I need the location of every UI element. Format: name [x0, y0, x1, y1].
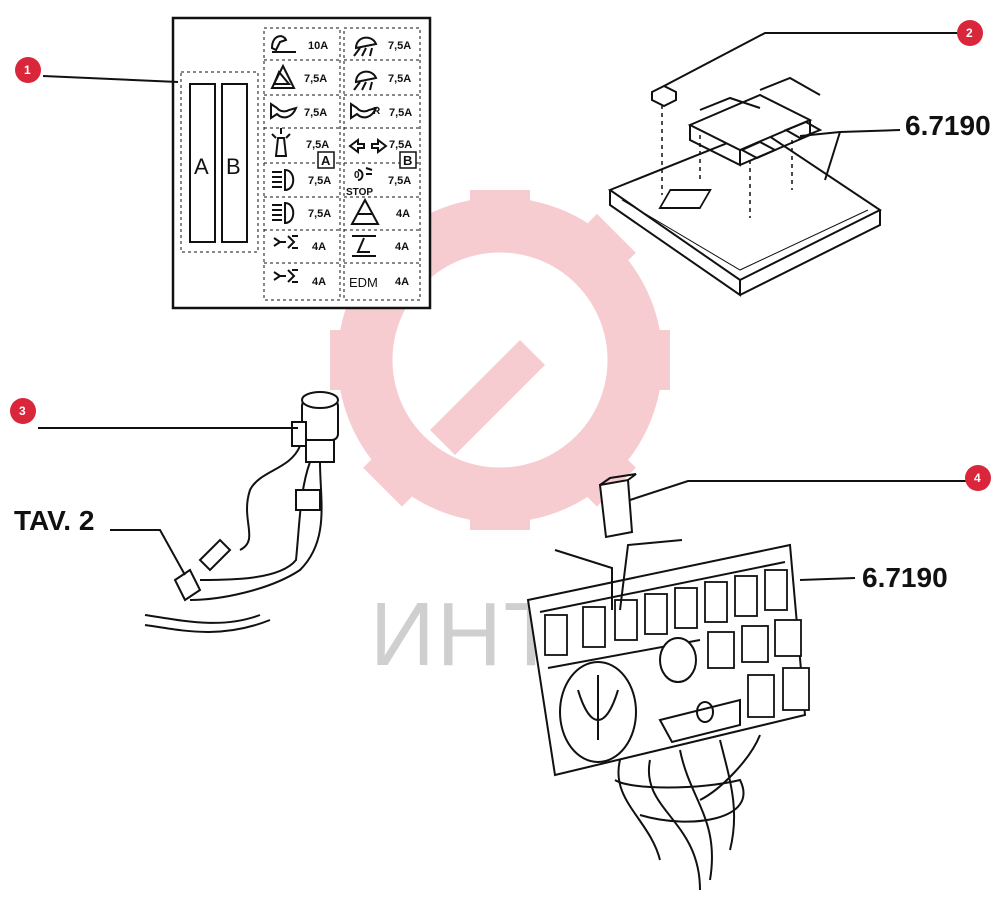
- fuse-rating-right-4: 7,5A: [389, 139, 412, 151]
- warning-triangle-icon: [350, 197, 380, 225]
- rear-horn-mark: R: [373, 106, 381, 117]
- fuse-rating-right-8: 4A: [395, 276, 409, 288]
- side-light-icon: [273, 235, 298, 249]
- lamp-mark: 0: [354, 170, 360, 181]
- fuse-box-panel: A B: [171, 16, 432, 310]
- stop-label: STOP: [346, 187, 373, 198]
- table-ref-leader: [110, 529, 186, 576]
- rear-horn-icon: [350, 102, 378, 120]
- wiper-icon: [352, 235, 376, 257]
- cigarette-lighter-icon: [270, 35, 288, 52]
- marker-b: B: [403, 153, 412, 168]
- horn-icon: [270, 102, 298, 120]
- work-light-front-icon: [353, 36, 378, 57]
- svg-text:1: 1: [24, 63, 31, 77]
- fuse-rating-right-3: 7,5A: [389, 107, 412, 119]
- fuse-rating-right-7: 4A: [395, 241, 409, 253]
- callout-leaders: [38, 32, 966, 501]
- switch-panel-drawing: [526, 473, 810, 891]
- fuse-rating-right-2: 7,5A: [388, 73, 411, 85]
- stop-lamp-icon: [357, 167, 373, 181]
- relay-b-label: B: [226, 154, 241, 179]
- fuse-rating-left-4: 7,5A: [306, 139, 329, 151]
- fuse-rating-left-6: 7,5A: [308, 208, 331, 220]
- work-light-rear-icon: [353, 70, 378, 91]
- fuse-rating-right-6: 4A: [396, 208, 410, 220]
- switch-panel-leader: [799, 577, 856, 581]
- fuse-rating-left-3: 7,5A: [304, 107, 327, 119]
- fuse-rating-left-1: 10A: [308, 40, 328, 52]
- turn-signal-icon: [348, 138, 388, 154]
- callout-3: 3: [10, 398, 36, 424]
- fuse-rating-left-8: 4A: [312, 276, 326, 288]
- fuse-rating-left-2: 7,5A: [304, 73, 327, 85]
- relay-board-drawing: [607, 76, 901, 297]
- cigarette-lighter-drawing: [144, 391, 339, 633]
- callout-2: 2: [957, 20, 983, 46]
- fuse-rating-right-5: 7,5A: [388, 175, 411, 187]
- beacon-icon: [271, 128, 291, 157]
- marker-a: A: [321, 153, 331, 168]
- fuse-rating-left-7: 4A: [312, 241, 326, 253]
- low-beam-icon: [272, 201, 295, 225]
- svg-text:4: 4: [974, 471, 981, 485]
- fuse-symbols-right: [348, 36, 388, 257]
- svg-text:2: 2: [966, 26, 973, 40]
- fuse-symbols-left: [270, 35, 298, 283]
- svg-text:3: 3: [19, 404, 26, 418]
- table-reference: TAV. 2: [14, 505, 94, 536]
- fuse-rating-left-5: 7,5A: [308, 175, 331, 187]
- fuse-rating-right-1: 7,5A: [388, 40, 411, 52]
- callout-1: 1: [15, 57, 41, 83]
- relay-a-label: A: [194, 154, 209, 179]
- high-beam-icon: [272, 168, 295, 192]
- relay-board-part-number: 6.7190: [905, 110, 991, 141]
- edm-label: EDM: [349, 275, 378, 290]
- callout-4: 4: [965, 465, 991, 491]
- parking-light-icon: [273, 269, 298, 283]
- switch-panel-part-number: 6.7190: [862, 562, 948, 593]
